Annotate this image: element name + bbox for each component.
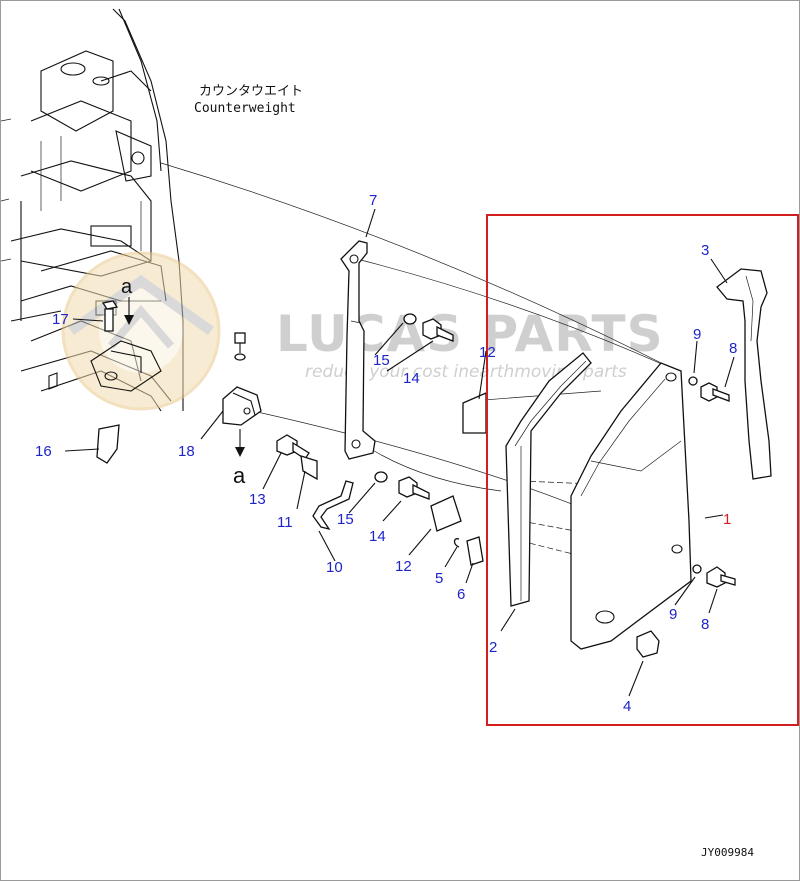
callout-9-lower: 9 (669, 606, 677, 623)
callout-labels: 7 3 1 2 4 12 9 8 9 8 15 14 15 14 12 5 6 … (35, 192, 737, 715)
part-12-gasket-upper (462, 392, 487, 434)
callout-18: 18 (178, 443, 195, 460)
part-9-washer-upper (688, 376, 698, 386)
assembly-1-highlight-box (486, 214, 799, 726)
part-2-seal-strip (505, 352, 592, 607)
part-15-washer-upper (403, 313, 417, 325)
body-hinge-detail (48, 340, 162, 392)
callout-9-upper: 9 (693, 326, 701, 343)
machine-body-drawing (1, 8, 184, 412)
callout-3: 3 (701, 242, 709, 259)
callout-8-lower: 8 (701, 616, 709, 633)
callout-1: 1 (723, 511, 731, 528)
callout-15-upper: 15 (373, 352, 390, 369)
part-16-bracket (96, 424, 120, 464)
part-13-bolt (276, 434, 310, 460)
part-8-bolt-upper (700, 382, 730, 402)
part-15-washer-lower (374, 471, 388, 483)
counterweight-label-jp: カウンタウエイト (199, 84, 303, 99)
drawing-code: JY009984 (701, 846, 754, 859)
part-14-bolt-lower (398, 476, 430, 500)
part-7-bracket (340, 240, 376, 460)
part-3-handle (716, 268, 772, 480)
arrow-head-18-a (235, 447, 245, 457)
watermark-logo (61, 251, 221, 411)
callout-14-lower: 14 (369, 528, 386, 545)
arrow-head-17-a (124, 315, 134, 325)
callout-12-upper: 12 (479, 344, 496, 361)
callout-7: 7 (369, 192, 377, 209)
part-4-stopper (636, 630, 660, 658)
leader-lines (64, 208, 735, 697)
callout-13: 13 (249, 491, 266, 508)
part-9-washer-lower (692, 564, 702, 574)
watermark-title: LUCAS PARTS (276, 305, 664, 363)
part-12-gasket-lower (430, 495, 462, 532)
part-6-latch (466, 536, 484, 566)
part-11-plate (300, 455, 318, 481)
callout-15-lower: 15 (337, 511, 354, 528)
callout-17: 17 (52, 311, 69, 328)
reference-mark-upper: a (121, 276, 133, 298)
counterweight-label-en: Counterweight (194, 101, 296, 116)
part-8-bolt-lower (706, 566, 736, 588)
callout-11: 11 (277, 514, 293, 531)
callout-10: 10 (326, 559, 343, 576)
watermark-subtitle: reduce your cost inearthmoving parts (305, 362, 627, 382)
callout-5: 5 (435, 570, 443, 587)
callout-16: 16 (35, 443, 52, 460)
part-14-bolt-upper (422, 318, 454, 342)
part-17-bolt (101, 300, 119, 332)
callout-6: 6 (457, 586, 465, 603)
callout-8-upper: 8 (729, 340, 737, 357)
callout-12-middle: 12 (395, 558, 412, 575)
callout-4: 4 (623, 698, 631, 715)
reference-mark-lower: a (233, 463, 246, 488)
part-10-rod (312, 480, 354, 531)
part-5-clip (453, 538, 460, 548)
callout-2: 2 (489, 639, 497, 656)
part-18-hinge-bracket (222, 332, 262, 426)
part-1-door-panel (570, 362, 692, 650)
callout-14-upper: 14 (403, 370, 420, 387)
